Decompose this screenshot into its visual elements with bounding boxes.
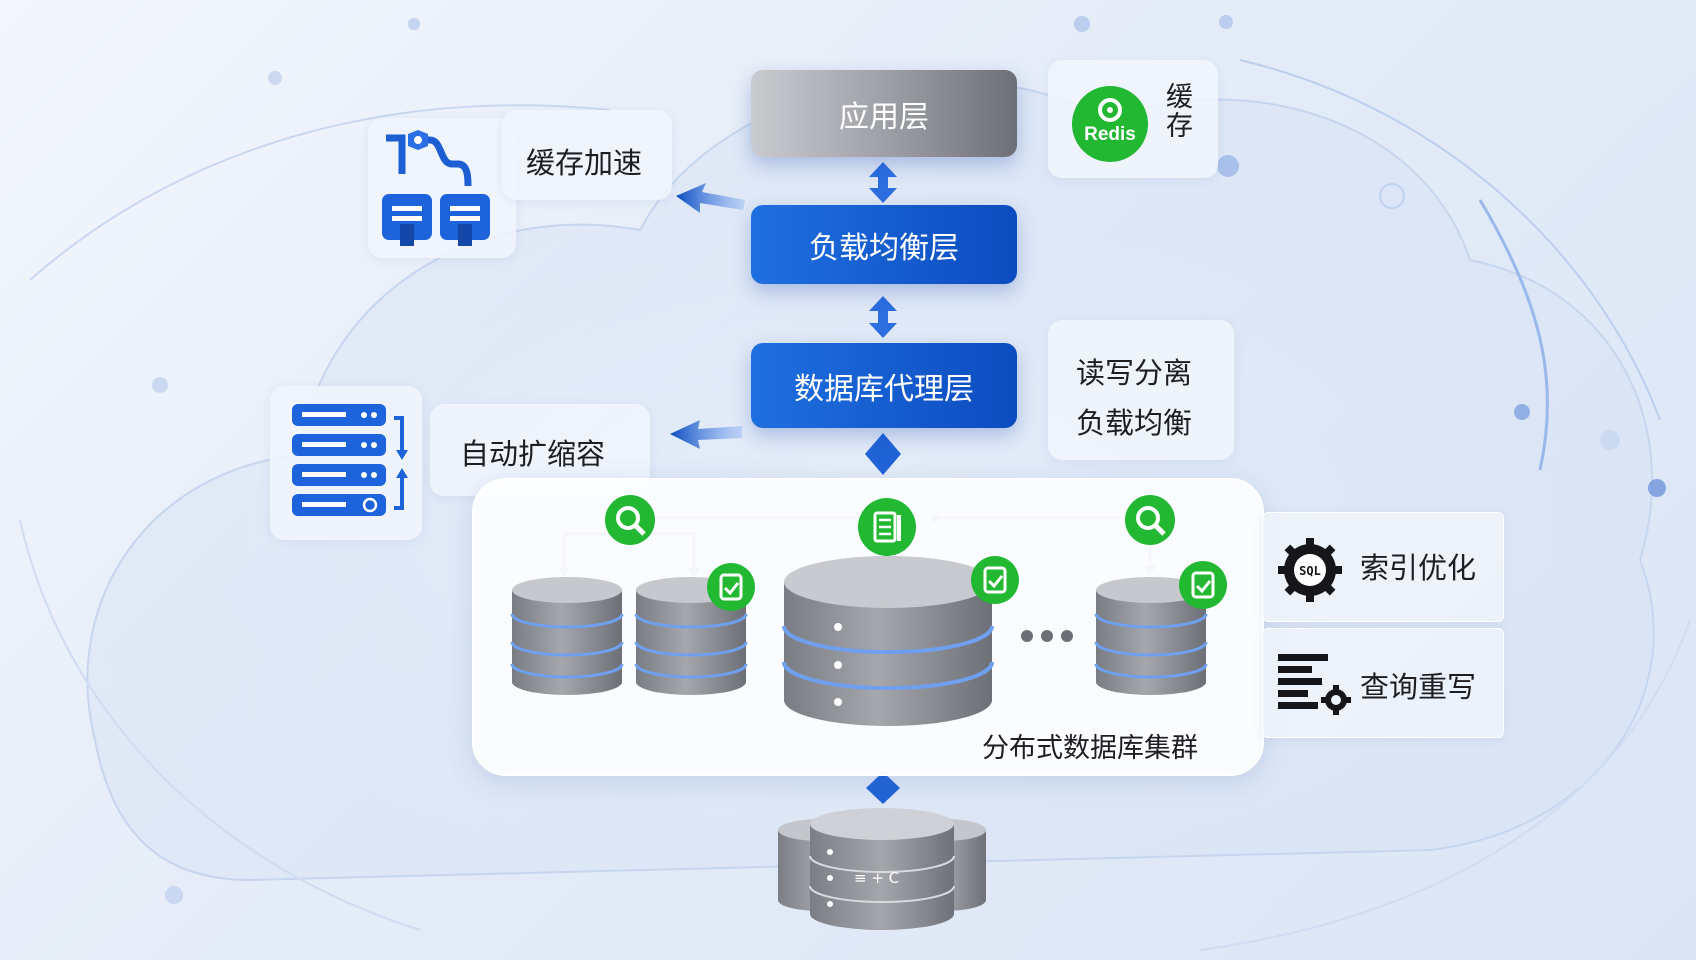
database-node-primary — [782, 556, 994, 726]
redis-caption: 缓存 — [1161, 82, 1192, 140]
redis-logo-text: Redis — [1084, 124, 1136, 145]
arrow-lb-proxy — [869, 296, 897, 338]
query-rewrite-label: 查询重写 — [1360, 670, 1477, 704]
application-layer: 应用层 — [751, 70, 1017, 157]
cache-accel-card — [502, 110, 672, 200]
document-badge-icon — [858, 498, 916, 556]
sql-gear-icon: SQL — [1278, 538, 1342, 602]
server-rack-icon — [292, 404, 408, 516]
load-balance-label: 负载均衡 — [1076, 406, 1193, 440]
query-lines-gear-icon — [1278, 654, 1351, 715]
redis-glyph-icon — [1098, 98, 1122, 122]
wrench-badge-icon-2 — [1125, 495, 1175, 545]
autoscale-label: 自动扩缩容 — [460, 437, 606, 471]
database-proxy-layer-label: 数据库代理层 — [794, 371, 974, 407]
storage-databases — [778, 808, 986, 930]
application-layer-label: 应用层 — [839, 99, 929, 135]
arrow-cluster-storage — [866, 772, 900, 804]
more-nodes-ellipsis — [1021, 630, 1073, 642]
svg-text:SQL: SQL — [1299, 564, 1321, 578]
rw-split-label: 读写分离 — [1076, 356, 1193, 390]
load-balancer-layer: 负载均衡层 — [751, 205, 1017, 284]
rw-split-card — [1048, 320, 1234, 460]
cluster-label: 分布式数据库集群 — [982, 733, 1198, 764]
cluster-databases — [510, 556, 1208, 726]
clipboard-check-icon-1 — [707, 563, 755, 611]
index-opt-label: 索引优化 — [1360, 551, 1477, 585]
redis-logo: Redis — [1072, 86, 1148, 162]
arrow-proxy-cluster — [865, 433, 901, 475]
database-node-1 — [510, 577, 624, 695]
arrow-to-cache — [676, 183, 745, 213]
load-balancer-layer-label: 负载均衡层 — [809, 230, 959, 266]
clipboard-check-icon-2 — [971, 556, 1019, 604]
network-servers-icon — [382, 130, 490, 246]
cache-accel-label: 缓存加速 — [526, 146, 643, 180]
database-node-4 — [1094, 577, 1208, 695]
storage-mini-label: ≡ + C — [854, 869, 900, 887]
arrow-to-autoscale — [670, 420, 742, 449]
arrow-app-lb — [869, 162, 897, 203]
clipboard-check-icon-3 — [1179, 561, 1227, 609]
database-proxy-layer: 数据库代理层 — [751, 343, 1017, 428]
wrench-badge-icon — [605, 495, 655, 545]
storage-db-center — [809, 808, 955, 930]
